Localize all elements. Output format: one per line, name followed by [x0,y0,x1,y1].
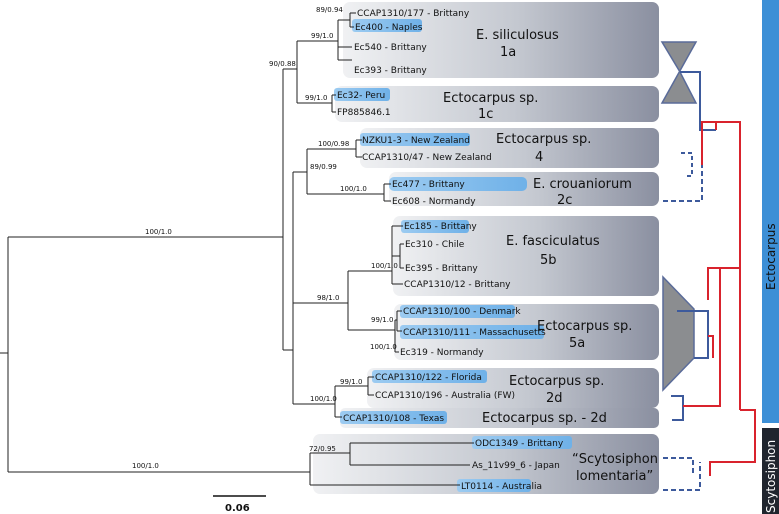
leaf-ec477: Ec477 - Brittany [392,180,465,190]
highlight-ec185 [401,220,469,233]
highlight-odc1349 [472,436,572,449]
clade-1c-code: 1c [478,107,493,122]
support-value: 100/0.98 [318,140,349,148]
scytosiphon-label: Scytosiphon [764,440,778,513]
clade-scyto-line1: “Scytosiphon [572,452,658,467]
highlight-lt0114 [457,479,531,492]
highlight-ccap122 [372,370,487,383]
leaf-ec608: Ec608 - Normandy [392,197,476,207]
clade-2c-name: E. crouaniorum [533,177,632,192]
clade-1a-code: 1a [500,45,516,60]
leaf-nzku: NZKU1-3 - New Zealand [362,136,470,146]
leaf-ccap108: CCAP1310/108 - Texas [343,414,444,424]
leaf-ccap196: CCAP1310/196 - Australia (FW) [375,391,515,401]
clade-5b-name: E. fasciculatus [506,234,600,249]
support-value: 100/1.0 [371,262,398,270]
clade-2c-code: 2c [557,193,572,208]
highlight-ccap111 [400,325,544,339]
collapsed-clade-triangle [662,275,695,392]
clade-panel-1a [343,2,659,78]
ectocarpus-bar [762,0,779,423]
leaf-ec395: Ec395 - Brittany [405,264,478,274]
leaf-ec540: Ec540 - Brittany [354,43,427,53]
leaf-ec400: Ec400 - Naples [355,23,423,33]
clade-1a-name: E. siliculosus [476,28,559,43]
scale-label: 0.06 [225,503,250,514]
clade-scyto-line2: lomentaria” [576,469,653,484]
support-value: 99/1.0 [371,316,393,324]
support-value: 99/1.0 [340,378,362,386]
clade-5b-code: 5b [540,253,557,268]
leaf-ccap12: CCAP1310/12 - Brittany [404,280,511,290]
leaf-labels: CCAP1310/177 - Brittany Ec400 - Naples E… [337,9,564,492]
support-values: 89/0.94 99/1.0 90/0.88 99/1.0 100/0.98 8… [132,6,398,470]
support-value: 99/1.0 [305,94,327,102]
highlight-ccap108 [340,411,447,424]
clade-2d-code: 2d [546,391,563,406]
tree-branches [0,12,474,486]
leaf-as11v99: As_11v99_6 - Japan [472,461,560,471]
clade-labels: E. siliculosus 1a Ectocarpus sp. 1c Ecto… [443,28,658,484]
leaf-lt0114: LT0114 - Australia [461,482,542,492]
support-value: 72/0.95 [309,445,336,453]
support-value: 100/1.0 [310,395,337,403]
summary-tree [660,41,756,491]
clade-panel-1c [335,86,659,122]
leaf-ccap122: CCAP1310/122 - Florida [375,373,482,383]
clade-5a-name: Ectocarpus sp. [537,319,632,334]
clade-panel-5b [393,216,659,296]
scytosiphon-bar [762,428,779,514]
clade-4-code: 4 [535,150,543,165]
leaf-ccap100: CCAP1310/100 - Denmark [403,307,521,317]
support-value: 100/1.0 [132,462,159,470]
support-value: 89/0.94 [316,6,343,14]
support-value: 90/0.88 [269,60,296,68]
support-value: 100/1.0 [145,228,172,236]
clade-panel-scytosiphon [313,434,659,494]
leaf-ec185: Ec185 - Brittany [404,222,477,232]
support-value: 100/1.0 [340,185,367,193]
highlight-ec400 [352,19,422,32]
leaf-ccap47: CCAP1310/47 - New Zealand [362,153,492,163]
leaf-ccap177: CCAP1310/177 - Brittany [357,9,470,19]
support-value: 98/1.0 [317,294,339,302]
clade-2d-texas: Ectocarpus sp. - 2d [482,411,607,426]
leaf-ec319: Ec319 - Normandy [400,348,484,358]
clade-2d-name: Ectocarpus sp. [509,374,604,389]
leaf-ec32: Ec32- Peru [337,91,385,101]
collapsed-clade-triangle [660,41,698,104]
leaf-odc1349: ODC1349 - Brittany [475,439,564,449]
leaf-ccap111: CCAP1310/111 - Massachusetts [403,328,546,338]
support-value: 89/0.99 [310,163,337,171]
highlight-ec32 [334,88,390,101]
clade-4-name: Ectocarpus sp. [496,132,591,147]
highlight-ccap100 [400,305,515,318]
leaf-ec310: Ec310 - Chile [405,240,465,250]
highlight-nzku [360,133,470,146]
clade-1c-name: Ectocarpus sp. [443,91,538,106]
leaf-ec393: Ec393 - Brittany [354,66,427,76]
ectocarpus-label: Ectocarpus [764,223,778,290]
leaf-fp885846: FP885846.1 [337,108,391,118]
highlight-ec477 [389,177,527,191]
support-value: 99/1.0 [311,32,333,40]
clade-5a-code: 5a [569,336,585,351]
support-value: 100/1.0 [370,343,397,351]
